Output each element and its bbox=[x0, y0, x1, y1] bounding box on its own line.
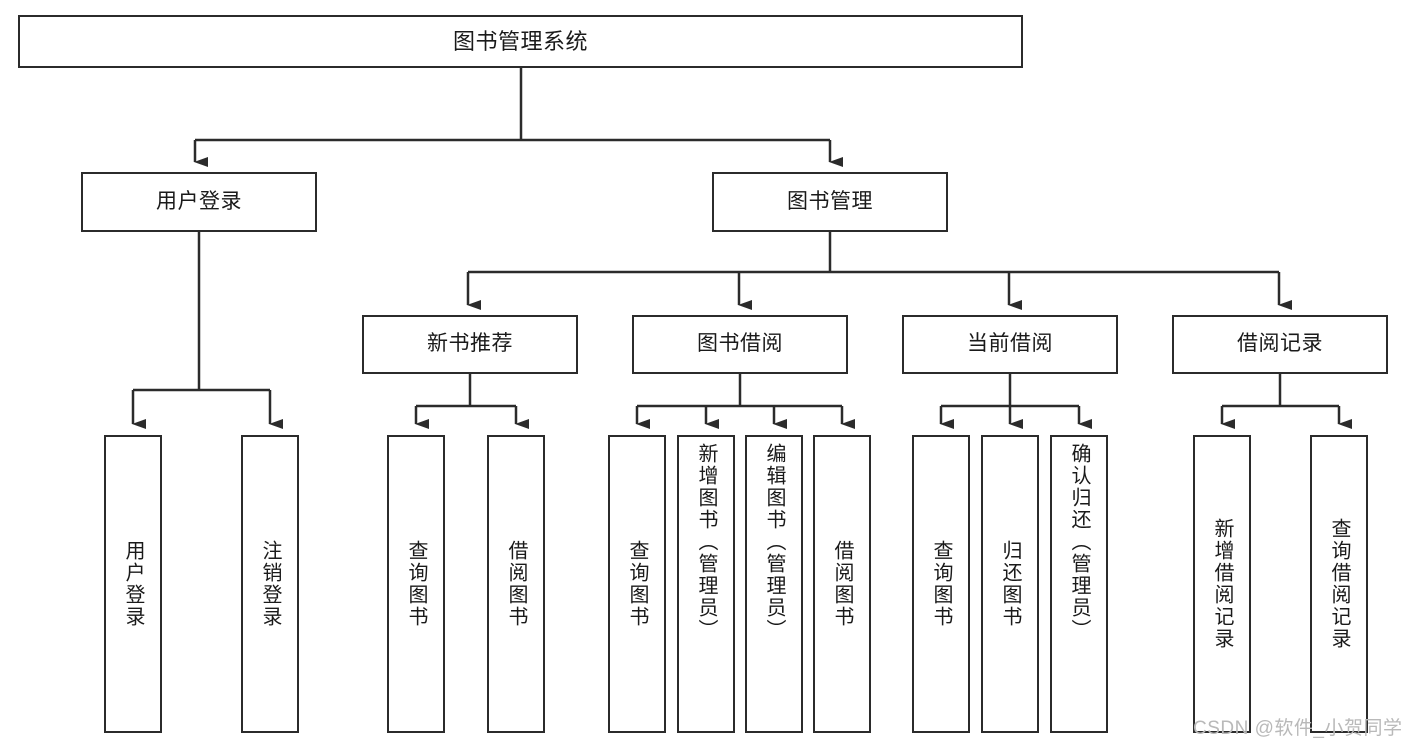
leaf-borrow-book[interactable]: 借阅图书 bbox=[813, 435, 871, 733]
leaf-query-book-recommend[interactable]: 查询图书 bbox=[387, 435, 445, 733]
leaf-query-book-current[interactable]: 查询图书 bbox=[912, 435, 970, 733]
node-label: 查询图书 bbox=[405, 540, 427, 628]
node-label: 图书借阅 bbox=[697, 332, 783, 356]
leaf-add-book-admin[interactable]: 新增图书（管理员） bbox=[677, 435, 735, 733]
node-label: 确认归还（管理员） bbox=[1068, 443, 1090, 641]
leaf-logout[interactable]: 注销登录 bbox=[241, 435, 299, 733]
node-label: 借阅图书 bbox=[831, 540, 853, 628]
leaf-query-borrow-record[interactable]: 查询借阅记录 bbox=[1310, 435, 1368, 733]
leaf-borrow-book-recommend[interactable]: 借阅图书 bbox=[487, 435, 545, 733]
node-label: 用户登录 bbox=[122, 540, 144, 628]
node-label: 当前借阅 bbox=[967, 332, 1053, 356]
node-label: 查询借阅记录 bbox=[1328, 518, 1350, 650]
leaf-confirm-return-admin[interactable]: 确认归还（管理员） bbox=[1050, 435, 1108, 733]
node-current-borrowing[interactable]: 当前借阅 bbox=[902, 315, 1118, 374]
node-label: 注销登录 bbox=[259, 540, 281, 628]
node-label: 图书管理 bbox=[787, 189, 873, 213]
node-label: 归还图书 bbox=[999, 540, 1021, 628]
leaf-add-borrow-record[interactable]: 新增借阅记录 bbox=[1193, 435, 1251, 733]
node-book-borrowing[interactable]: 图书借阅 bbox=[632, 315, 848, 374]
node-label: 借阅记录 bbox=[1237, 332, 1323, 356]
node-borrowing-records[interactable]: 借阅记录 bbox=[1172, 315, 1388, 374]
csdn-watermark: CSDN @软件_小贺同学 bbox=[1193, 718, 1403, 739]
leaf-edit-book-admin[interactable]: 编辑图书（管理员） bbox=[745, 435, 803, 733]
node-label: 新增借阅记录 bbox=[1211, 518, 1233, 650]
node-label: 用户登录 bbox=[156, 189, 242, 213]
node-book-management[interactable]: 图书管理 bbox=[712, 172, 948, 232]
node-label: 图书管理系统 bbox=[452, 28, 588, 54]
node-root-book-management-system[interactable]: 图书管理系统 bbox=[18, 15, 1023, 68]
node-label: 编辑图书（管理员） bbox=[763, 443, 785, 641]
node-label: 新增图书（管理员） bbox=[695, 443, 717, 641]
node-label: 借阅图书 bbox=[505, 540, 527, 628]
leaf-return-book[interactable]: 归还图书 bbox=[981, 435, 1039, 733]
leaf-query-book-borrow[interactable]: 查询图书 bbox=[608, 435, 666, 733]
node-label: 查询图书 bbox=[930, 540, 952, 628]
node-label: 查询图书 bbox=[626, 540, 648, 628]
node-new-book-recommendation[interactable]: 新书推荐 bbox=[362, 315, 578, 374]
node-user-login[interactable]: 用户登录 bbox=[81, 172, 317, 232]
node-label: 新书推荐 bbox=[427, 332, 513, 356]
leaf-user-login[interactable]: 用户登录 bbox=[104, 435, 162, 733]
